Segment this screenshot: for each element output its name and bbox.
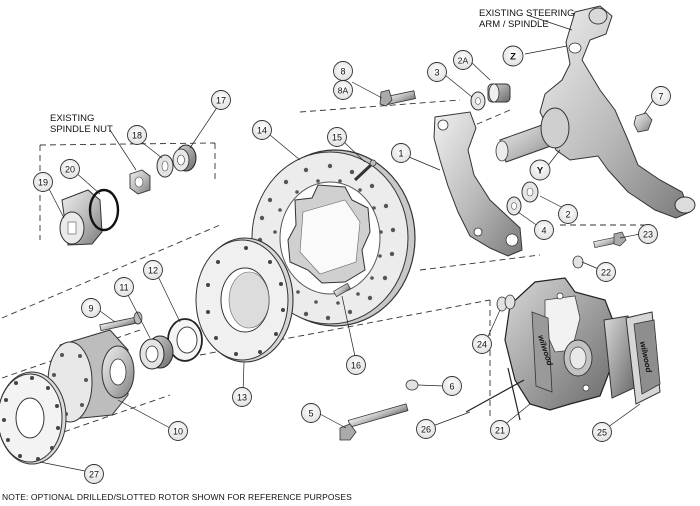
callout-number: 9 bbox=[88, 304, 93, 314]
callout-23: 23 bbox=[638, 224, 658, 244]
callout-19: 19 bbox=[33, 172, 53, 192]
callout-6: 6 bbox=[442, 376, 462, 396]
callout-20: 20 bbox=[60, 159, 80, 179]
washer-6 bbox=[405, 379, 419, 391]
callout-17: 17 bbox=[211, 90, 231, 110]
callout-8a: 8A bbox=[333, 80, 353, 100]
grease-seal bbox=[167, 318, 203, 362]
callout-number: 20 bbox=[65, 165, 75, 175]
small-bolt bbox=[353, 159, 377, 182]
callout-number: 6 bbox=[449, 382, 454, 392]
existing-spindle-nut-label-line2: SPINDLE NUT bbox=[50, 124, 113, 135]
retaining-pin bbox=[465, 367, 525, 421]
rotor-stud bbox=[333, 282, 351, 298]
callout-10: 10 bbox=[168, 421, 188, 441]
callout-22: 22 bbox=[596, 262, 616, 282]
callout-number: 3 bbox=[434, 68, 439, 78]
rotor-hat bbox=[195, 237, 294, 363]
nut-7 bbox=[633, 112, 653, 133]
callout-26: 26 bbox=[416, 419, 436, 439]
long-bolt bbox=[339, 403, 409, 441]
callout-5: 5 bbox=[301, 403, 321, 423]
callout-number: 7 bbox=[658, 92, 663, 102]
callout-12: 12 bbox=[143, 260, 163, 280]
steering-spindle bbox=[495, 5, 696, 219]
callout-number: 2A bbox=[458, 56, 469, 66]
marker-z: Z bbox=[502, 45, 524, 67]
callout-number: 17 bbox=[216, 96, 226, 106]
callout-21: 21 bbox=[490, 420, 510, 440]
existing-steering-label-line2: ARM / SPINDLE bbox=[479, 19, 549, 30]
spacer-4 bbox=[506, 196, 522, 216]
existing-spindle-nut-label-line1: EXISTING bbox=[50, 113, 94, 124]
callout-13: 13 bbox=[232, 387, 252, 407]
spacer-2a bbox=[487, 83, 511, 103]
spacer-2 bbox=[521, 181, 539, 203]
callout-number: 11 bbox=[119, 283, 128, 293]
callout-number: 21 bbox=[495, 426, 505, 436]
washers-24 bbox=[496, 294, 516, 312]
callout-number: 25 bbox=[597, 428, 607, 438]
inner-bearing bbox=[139, 335, 174, 370]
callout-14: 14 bbox=[252, 120, 272, 140]
callout-number: 4 bbox=[541, 226, 546, 236]
callout-number: 10 bbox=[173, 427, 183, 437]
callout-15: 15 bbox=[327, 127, 347, 147]
callout-2: 2 bbox=[558, 204, 578, 224]
brake-caliper: wilwood bbox=[504, 277, 613, 411]
washer-22 bbox=[572, 255, 584, 269]
callouts: 1 2 2A 3 4 5 6 7 8 8A 9 10 11 12 13 14 1… bbox=[33, 45, 671, 484]
callout-number: 12 bbox=[148, 266, 158, 276]
callout-18: 18 bbox=[127, 125, 147, 145]
outer-bearing bbox=[172, 144, 197, 172]
callout-number: Z bbox=[510, 52, 516, 63]
callout-number: 23 bbox=[643, 230, 653, 240]
callout-3: 3 bbox=[427, 62, 447, 82]
callout-number: 19 bbox=[38, 178, 48, 188]
callout-2a: 2A bbox=[453, 50, 473, 70]
wheel-stud bbox=[99, 311, 143, 332]
callout-number: 18 bbox=[132, 131, 142, 141]
callout-number: 24 bbox=[477, 340, 487, 350]
callout-number: 26 bbox=[421, 425, 431, 435]
callout-25: 25 bbox=[592, 422, 612, 442]
callout-number: 13 bbox=[237, 393, 247, 403]
callout-11: 11 bbox=[114, 277, 134, 297]
callout-number: 1 bbox=[398, 149, 403, 159]
callout-number: 15 bbox=[332, 133, 342, 143]
hub bbox=[47, 329, 135, 423]
callout-number: 14 bbox=[257, 126, 267, 136]
callout-8: 8 bbox=[333, 61, 353, 81]
caliper-bracket bbox=[433, 111, 523, 257]
callout-number: Y bbox=[537, 166, 544, 177]
callout-16: 16 bbox=[346, 355, 366, 375]
callout-24: 24 bbox=[472, 334, 492, 354]
callout-number: 22 bbox=[601, 268, 611, 278]
callout-27: 27 bbox=[84, 464, 104, 484]
callout-number: 8A bbox=[338, 86, 349, 96]
washer bbox=[156, 154, 174, 178]
hub-flange bbox=[0, 371, 67, 465]
existing-steering-label-line1: EXISTING STEERING bbox=[479, 8, 575, 19]
callout-number: 5 bbox=[308, 409, 313, 419]
mount-bolt bbox=[379, 89, 416, 107]
caliper-bolt bbox=[593, 231, 627, 249]
callout-number: 27 bbox=[89, 470, 99, 480]
callout-number: 2 bbox=[565, 210, 570, 220]
callout-1: 1 bbox=[391, 143, 411, 163]
spacer-3 bbox=[470, 91, 486, 111]
leader-lines bbox=[39, 14, 656, 473]
reference-note: NOTE: OPTIONAL DRILLED/SLOTTED ROTOR SHO… bbox=[2, 492, 352, 502]
marker-y: Y bbox=[529, 159, 551, 181]
callout-4: 4 bbox=[534, 220, 554, 240]
dust-cap bbox=[59, 189, 103, 246]
o-ring bbox=[88, 188, 120, 232]
spindle-nut bbox=[129, 169, 151, 195]
callout-number: 8 bbox=[340, 67, 345, 77]
callout-number: 16 bbox=[351, 361, 361, 371]
callout-7: 7 bbox=[651, 86, 671, 106]
callout-9: 9 bbox=[81, 298, 101, 318]
brake-pads: wilwood bbox=[603, 311, 661, 405]
